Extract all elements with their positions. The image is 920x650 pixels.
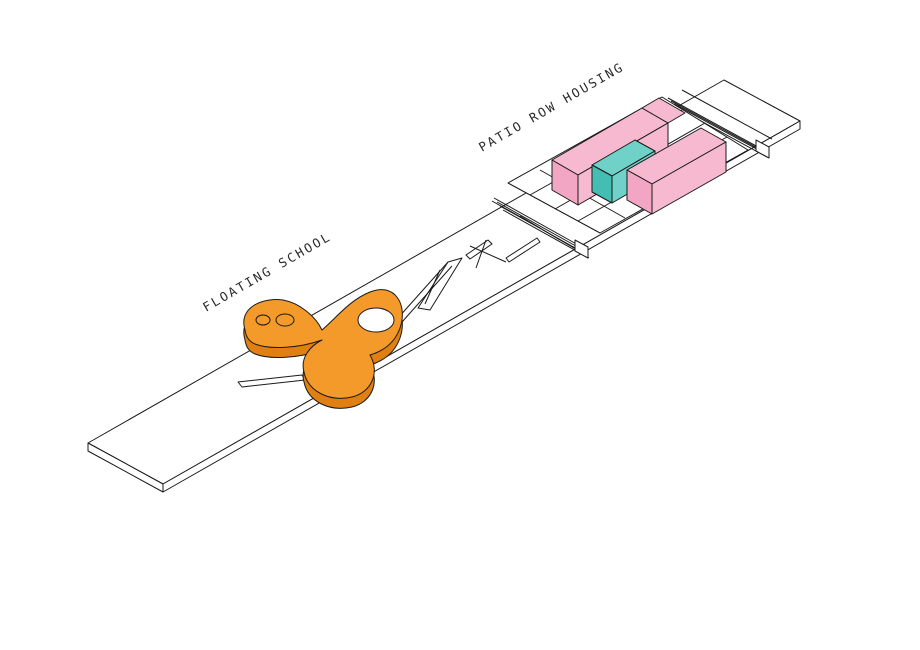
gate-rail: [670, 100, 762, 151]
bridge-cross: [475, 239, 487, 269]
gate-post: [574, 239, 589, 259]
school-skylight: [275, 313, 295, 327]
floating-school: [243, 289, 403, 409]
gate-post: [755, 139, 770, 159]
school-skylight: [255, 314, 271, 326]
gate-rail: [667, 97, 759, 148]
bridge-deck: [401, 265, 453, 323]
gate-rail: [499, 205, 587, 255]
housing-block-top: [641, 97, 686, 124]
bridge-deck: [397, 261, 449, 319]
bridge-truss: [424, 269, 441, 305]
school-courtyard: [357, 307, 395, 333]
patio-row-housing: [551, 97, 727, 215]
gate-rail: [673, 103, 765, 154]
bridge-deck: [505, 237, 541, 263]
walkway-structures: [237, 237, 541, 388]
gate-rail: [493, 197, 581, 247]
gate-rail: [496, 201, 584, 251]
bridge-cross: [465, 239, 493, 260]
housing-block-side: [651, 141, 727, 215]
gate-rail: [681, 89, 773, 140]
lock-gate-near: [493, 197, 590, 259]
